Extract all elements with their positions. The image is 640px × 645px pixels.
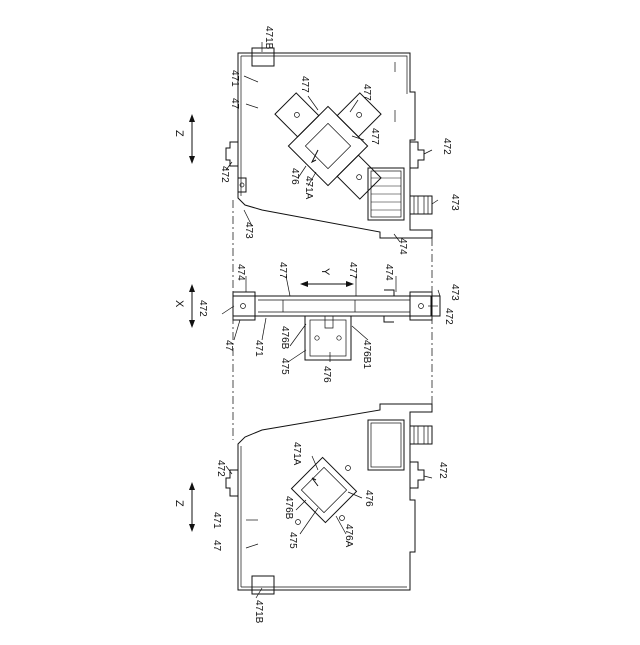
label-475-bottom: 475 (287, 532, 298, 549)
label-axis-x: X (173, 300, 185, 308)
label-47-bottom: 47 (211, 540, 222, 552)
label-477-mid-right: 477 (347, 262, 358, 279)
label-472-top-left: 472 (219, 166, 230, 183)
label-47-mid: 47 (223, 340, 234, 352)
label-471-mid: 471 (253, 340, 264, 357)
label-472-bottom-left: 472 (215, 460, 226, 477)
label-476-bottom: 476 (363, 490, 374, 507)
reference-labels: 471B 471 47 477 477 477 472 476 471A 472… (173, 26, 460, 624)
label-476B-mid: 476B (279, 326, 290, 350)
label-axis-z-top: Z (173, 130, 185, 137)
label-476B-bottom: 476B (283, 496, 294, 520)
label-473-top-right: 473 (449, 194, 460, 211)
label-472-bottom-right: 472 (437, 462, 448, 479)
label-471A-bottom: 471A (291, 442, 302, 466)
label-476-top: 476 (289, 168, 300, 185)
label-475-mid: 475 (279, 358, 290, 375)
label-477-c: 477 (369, 128, 380, 145)
lower-plate (226, 404, 432, 594)
label-476B1-mid: 476B1 (361, 340, 372, 369)
label-471-top: 471 (229, 70, 240, 87)
label-474-top: 474 (397, 238, 408, 255)
label-axis-z-bottom: Z (173, 500, 185, 507)
upper-plate (226, 48, 432, 238)
axis-arrows (189, 114, 354, 532)
label-472-mid-right: 472 (443, 308, 454, 325)
label-474-mid-left: 474 (235, 264, 246, 281)
label-473-mid: 473 (449, 284, 460, 301)
label-477-a: 477 (299, 76, 310, 93)
label-474-mid-right: 474 (383, 264, 394, 281)
label-axis-y: Y (319, 268, 331, 276)
label-471A-top: 471A (303, 176, 314, 200)
label-473-top-left: 473 (243, 222, 254, 239)
label-477-b: 477 (361, 84, 372, 101)
label-471B-top: 471B (263, 26, 274, 50)
label-47-top: 47 (229, 98, 240, 110)
label-476A-bottom: 476A (343, 524, 354, 548)
label-472-top-right: 472 (441, 138, 452, 155)
label-471B-bottom: 471B (253, 600, 264, 624)
label-472-mid-left: 472 (197, 300, 208, 317)
label-477-mid-left: 477 (277, 262, 288, 279)
label-471-bottom: 471 (211, 512, 222, 529)
label-476-mid: 476 (321, 366, 332, 383)
